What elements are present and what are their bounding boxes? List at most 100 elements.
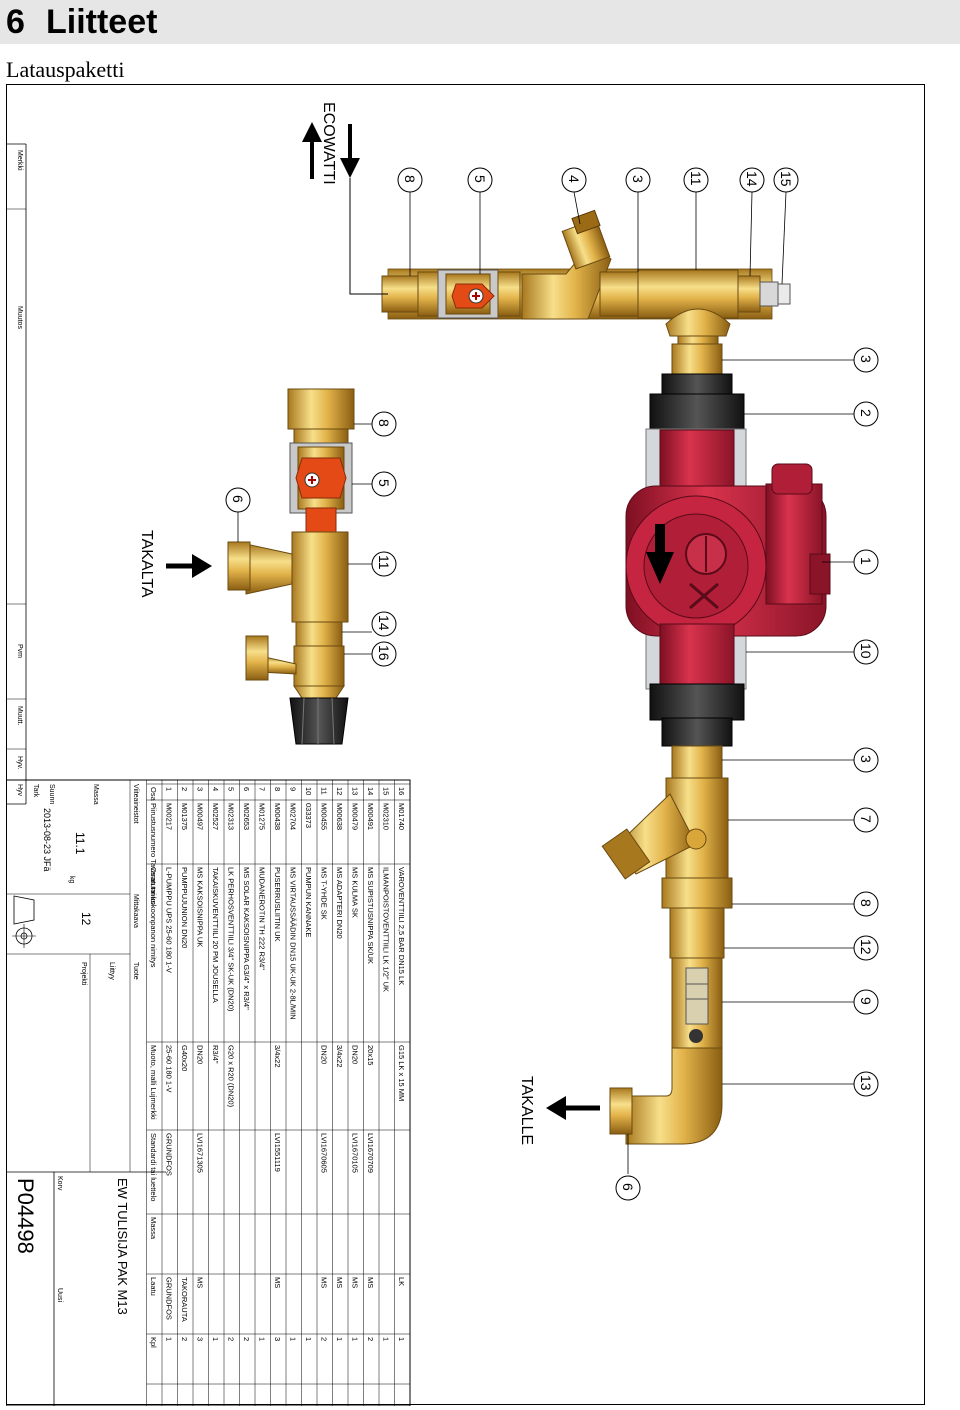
parts-cell: 6 xyxy=(242,787,251,791)
parts-cell: MUDANEROTIN TH 222 R3/4" xyxy=(258,867,267,970)
strip-muutt: Muutt. xyxy=(16,706,23,726)
parts-cell: M01375 xyxy=(180,803,189,830)
parts-cell: MS xyxy=(320,1277,329,1288)
parts-header-cell: Laatu xyxy=(149,1277,158,1296)
parts-cell: G40x20 xyxy=(180,1045,189,1071)
parts-cell: DN20 xyxy=(196,1045,205,1064)
svg-text:8: 8 xyxy=(402,175,418,183)
balloon: 10 xyxy=(853,639,879,665)
balloon: 3 xyxy=(625,167,651,193)
revision-strip: Merkki Muutos Pvm Muutt. Hyv. xyxy=(6,143,27,805)
balloon: 3 xyxy=(853,347,879,373)
parts-cell: 14 xyxy=(366,787,375,795)
parts-cell: 1 xyxy=(258,1337,267,1341)
parts-cell: 2 xyxy=(242,1337,251,1341)
label-takalle: TAKALLE xyxy=(518,1076,535,1145)
strip-muutos: Muutos xyxy=(16,306,23,329)
svg-text:8: 8 xyxy=(858,899,874,907)
tb-tark: Tark xyxy=(32,784,39,798)
svg-text:10: 10 xyxy=(858,643,874,659)
parts-cell: M01275 xyxy=(258,803,267,830)
parts-header-cell: Muoto, malli Lujmerkki xyxy=(149,1045,158,1120)
balloon: 5 xyxy=(371,471,397,497)
parts-cell: M00491 xyxy=(366,803,375,830)
tb-suunn: Suunn xyxy=(48,784,55,804)
svg-text:8: 8 xyxy=(376,419,392,427)
parts-cell: M00455 xyxy=(320,803,329,830)
parts-cell: ILMANPOISTOVENTTIILI LK 1/2" UK xyxy=(382,867,391,992)
projection-cone-icon xyxy=(13,895,35,925)
parts-cell: TAKORAUTA xyxy=(180,1277,189,1322)
tb-drawing-number: P04498 xyxy=(13,1178,38,1254)
parts-cell: VAROVENTTIILI 2,5 BAR DN15 LK xyxy=(397,867,406,985)
parts-cell: 9 xyxy=(289,787,298,791)
parts-header-cell: Massa xyxy=(149,1217,158,1240)
parts-cell: 10 xyxy=(304,787,313,795)
parts-cell: 1 xyxy=(397,1337,406,1341)
parts-cell: 1 xyxy=(165,1337,174,1341)
svg-text:3: 3 xyxy=(630,175,646,183)
parts-cell: LVI1551119 xyxy=(273,1133,282,1172)
balloon: 13 xyxy=(853,1071,879,1097)
parts-cell: DN20 xyxy=(320,1045,329,1064)
svg-text:4: 4 xyxy=(566,175,582,183)
parts-cell: M00638 xyxy=(335,803,344,830)
balloon: 9 xyxy=(853,989,879,1015)
balloon: 7 xyxy=(853,807,879,833)
label-takalta: TAKALTA xyxy=(138,530,155,598)
parts-cell: M02653 xyxy=(242,803,251,830)
parts-cell: M01740 xyxy=(397,803,406,830)
parts-cell: MS T-YHDE SK xyxy=(320,867,329,920)
svg-text:6: 6 xyxy=(620,1183,636,1191)
svg-text:14: 14 xyxy=(744,171,760,187)
parts-cell: G15 LK x 15 MM xyxy=(397,1045,406,1101)
parts-cell: LK PERHOSVENTTIILI 3/4" SK-UK (DN20) xyxy=(227,867,236,1012)
parts-cell: MS KULMA SK xyxy=(351,867,360,918)
parts-header-cell: Piirustusnumero Tavaratunnus xyxy=(149,803,158,904)
parts-cell: 12 xyxy=(335,787,344,795)
parts-cell: 3/4x22 xyxy=(335,1045,344,1068)
parts-cell: 3/4x22 xyxy=(273,1045,282,1068)
parts-cell: LVI1670709 xyxy=(366,1133,375,1173)
tb-hyv: Hyv xyxy=(16,784,23,797)
balloon: 3 xyxy=(853,747,879,773)
balloon: 6 xyxy=(225,487,251,513)
technical-drawing: Merkki Muutos Pvm Muutt. Hyv. xyxy=(6,84,926,1406)
balloon: 2 xyxy=(853,401,879,427)
parts-cell: M02527 xyxy=(211,803,220,830)
parts-cell: LVI1670605 xyxy=(320,1133,329,1173)
parts-cell: TAKAISKUVENTTIILI 20 PM JOUSELLA xyxy=(211,867,220,1003)
tb-projekti: Projekti xyxy=(80,962,87,986)
parts-cell: 3 xyxy=(196,1337,205,1341)
ecowatti-line-assembly xyxy=(381,209,791,345)
parts-cell: M00217 xyxy=(165,803,174,830)
svg-text:5: 5 xyxy=(376,479,392,487)
strip-merkki: Merkki xyxy=(16,150,23,171)
svg-text:14: 14 xyxy=(376,615,392,631)
parts-cell: R3/4" xyxy=(211,1045,220,1064)
takalta-line-assembly xyxy=(227,388,355,745)
parts-cell: M00497 xyxy=(196,803,205,830)
parts-cell: MS SOLAR KAKSOISNIPPA G3/4" x R3/4" xyxy=(242,867,251,1010)
balloon: 5 xyxy=(467,167,493,193)
section-header: 6 Liitteet xyxy=(0,0,960,44)
balloon: 6 xyxy=(615,1175,641,1201)
parts-cell: 2 xyxy=(227,1337,236,1341)
parts-cell: LVI1671305 xyxy=(196,1133,205,1173)
svg-text:3: 3 xyxy=(858,355,874,363)
parts-cell: MS KAKSOISNIPPA UK xyxy=(196,867,205,947)
parts-cell: M00479 xyxy=(351,803,360,830)
parts-cell: 2 xyxy=(180,1337,189,1341)
balloon: 11 xyxy=(371,551,397,577)
balloon: 14 xyxy=(739,167,765,193)
svg-text:15: 15 xyxy=(778,171,794,187)
parts-cell: 1 xyxy=(351,1337,360,1341)
parts-cell: PUMPPUJUNION DN20 xyxy=(180,867,189,948)
parts-cell: 13 xyxy=(351,787,360,795)
parts-cell: 3 xyxy=(196,787,205,791)
parts-cell: 2 xyxy=(320,1337,329,1341)
parts-cell: LVI1670105 xyxy=(351,1133,360,1173)
parts-cell: MS xyxy=(335,1277,344,1288)
balloon: 12 xyxy=(853,935,879,961)
